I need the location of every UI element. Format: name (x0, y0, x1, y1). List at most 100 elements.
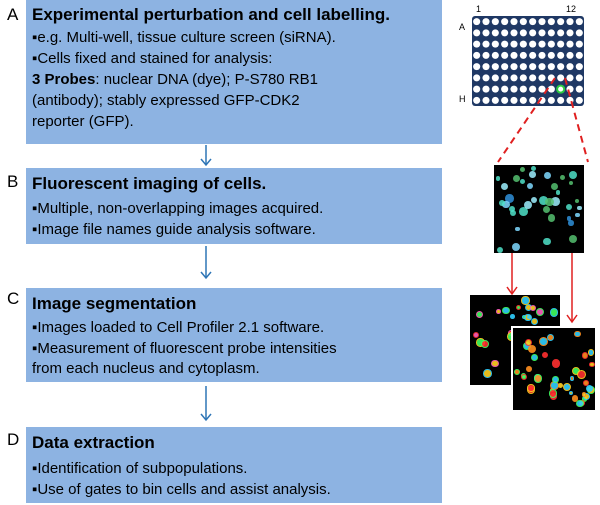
cell-dot (587, 349, 594, 356)
well (547, 51, 555, 59)
step-a-line-3: 3 Probes: nuclear DNA (dye); P-S780 RB1 (32, 71, 318, 89)
well (538, 63, 546, 71)
cell-dot (551, 359, 561, 368)
flow-arrow-a-b (200, 145, 212, 167)
well (519, 74, 527, 82)
zoom-lines (497, 77, 589, 163)
cell-dot (541, 351, 548, 358)
well (482, 74, 490, 82)
well (501, 40, 509, 48)
cell-dot (531, 166, 537, 172)
well (538, 40, 546, 48)
step-letter-a: A (7, 5, 19, 24)
cell-dot (531, 318, 539, 326)
well (519, 40, 527, 48)
well (538, 29, 546, 37)
cell-dot (509, 205, 516, 212)
well (510, 85, 518, 93)
step-d-box: Data extraction ▪Identification of subpo… (26, 427, 442, 503)
well (501, 63, 509, 71)
plate-col-label-start: 1 (476, 4, 482, 14)
well (575, 74, 583, 82)
step-c-line-2: ▪Measurement of fluorescent probe intens… (32, 340, 337, 357)
step-a-line-2: ▪Cells fixed and stained for analysis: (32, 50, 273, 67)
cell-dot (528, 171, 536, 178)
well (501, 18, 509, 26)
cell-dot (576, 369, 586, 379)
cell-dot (472, 331, 480, 338)
step-b-box: Fluorescent imaging of cells. ▪Multiple,… (26, 168, 442, 244)
well (529, 74, 537, 82)
well (538, 18, 546, 26)
cell-dot (520, 178, 526, 184)
cell-dot (531, 196, 538, 203)
well (529, 85, 537, 93)
well (557, 63, 565, 71)
well (501, 51, 509, 59)
well (501, 96, 509, 104)
cell-dot (546, 333, 554, 341)
cell-dot (566, 216, 572, 221)
cell-dot (568, 390, 574, 396)
cell-dot (550, 182, 559, 190)
well (547, 40, 555, 48)
cell-dot (571, 395, 578, 402)
cell-dot (527, 345, 536, 354)
cell-dot (542, 205, 551, 214)
cell-dot (511, 242, 520, 251)
cell-dot (547, 214, 555, 222)
cell-dot (531, 354, 539, 361)
cell-dot (526, 366, 532, 372)
well (575, 85, 583, 93)
cell-dot (569, 170, 578, 180)
highlighted-well (556, 84, 566, 94)
well (566, 74, 574, 82)
cell-dot (501, 306, 510, 315)
well (566, 29, 574, 37)
well (575, 29, 583, 37)
cell-dot (509, 210, 516, 217)
step-a-line-4: (antibody); stably expressed GFP-CDK2 (32, 92, 300, 109)
well (566, 63, 574, 71)
cell-dot (568, 220, 574, 226)
cell-dot (520, 167, 526, 173)
well (482, 51, 490, 59)
cell-dot (505, 194, 514, 203)
well (482, 85, 490, 93)
step-d-line-2: ▪Use of gates to bin cells and assist an… (32, 481, 331, 498)
well (519, 96, 527, 104)
cell-dot (475, 310, 483, 319)
well (482, 40, 490, 48)
well (529, 40, 537, 48)
cell-dot (575, 212, 580, 218)
cell-dot (557, 383, 563, 389)
plate-grid (472, 16, 584, 106)
well (501, 74, 509, 82)
well (547, 29, 555, 37)
well (529, 51, 537, 59)
well (575, 40, 583, 48)
well (473, 40, 481, 48)
well (491, 18, 499, 26)
plate-col-label-end: 12 (566, 4, 577, 14)
step-c-line-1: ▪Images loaded to Cell Profiler 2.1 soft… (32, 319, 325, 336)
well (519, 51, 527, 59)
cell-dot (513, 174, 521, 182)
cell-dot (483, 369, 492, 378)
cell-dot (569, 235, 578, 244)
well (482, 63, 490, 71)
cell-dot (497, 246, 504, 253)
cell-dot (510, 313, 515, 319)
cell-dot (521, 296, 530, 305)
step-d-title: Data extraction (32, 433, 155, 452)
cell-dot (498, 200, 505, 206)
step-letter-d: D (7, 430, 20, 449)
well (473, 63, 481, 71)
well (510, 74, 518, 82)
red-arrows (506, 253, 578, 324)
well (510, 51, 518, 59)
cell-dot (548, 389, 558, 399)
step-a-line-5: reporter (GFP). (32, 113, 134, 130)
well (482, 18, 490, 26)
well (491, 74, 499, 82)
